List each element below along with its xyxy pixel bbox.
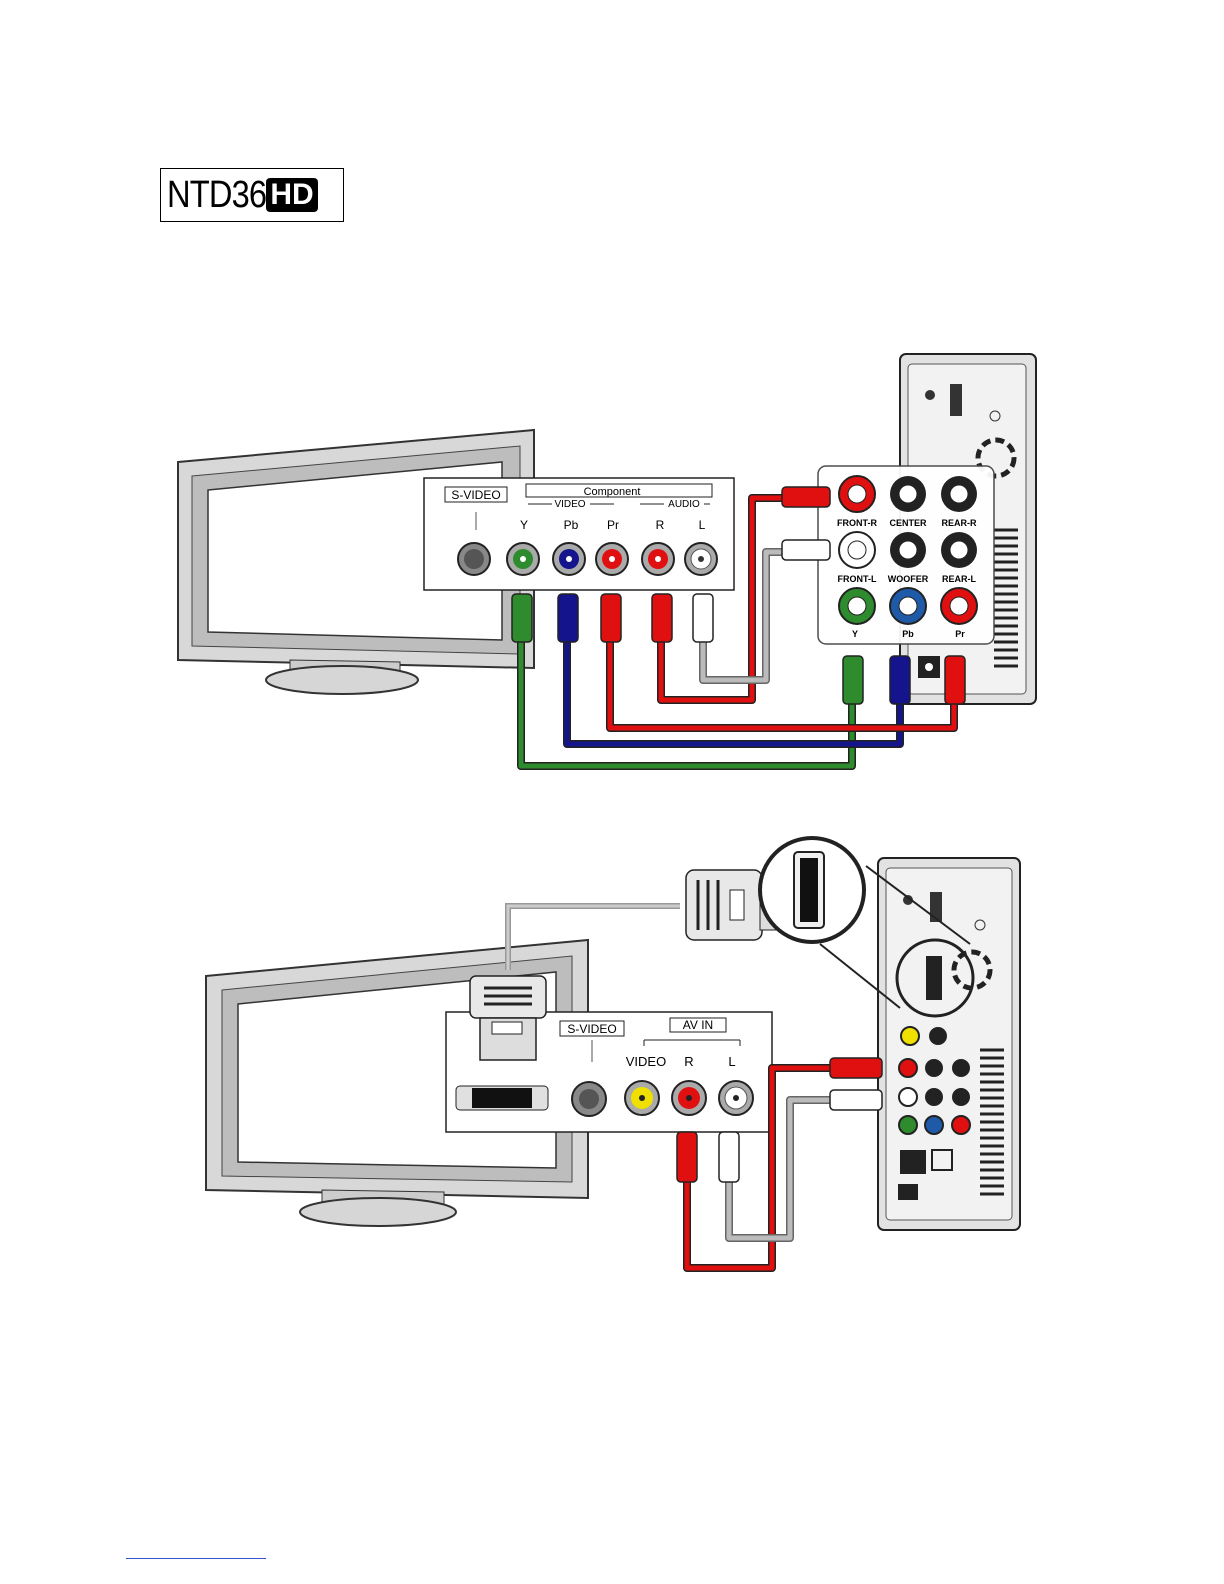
footer-link-underline <box>126 1558 266 1559</box>
device-pb-label: Pb <box>902 629 914 639</box>
dvi-port <box>456 1086 548 1110</box>
front-l-label: FRONT-L <box>838 574 877 584</box>
audio-group-label: AUDIO <box>668 499 700 510</box>
jack-label-l-2: L <box>728 1054 735 1069</box>
rear-r-label: REAR-R <box>942 518 977 528</box>
audio-l-jack-2 <box>719 1081 753 1115</box>
jack-label-pr: Pr <box>607 518 619 532</box>
front-r-label: FRONT-R <box>837 518 877 528</box>
component-pr-jack <box>596 543 628 575</box>
diagram-1: S-VIDEO Component VIDEO AUDIO Y Pb Pr R … <box>178 354 1036 766</box>
audio-r-jack-1 <box>642 543 674 575</box>
rear-l-jack <box>941 532 977 568</box>
tv-input-panel-1: S-VIDEO Component VIDEO AUDIO Y Pb Pr R … <box>424 478 734 590</box>
svideo-label-2: S-VIDEO <box>567 1022 616 1036</box>
component-label: Component <box>584 486 641 498</box>
device-pb-jack <box>890 588 926 624</box>
jack-label-l: L <box>699 518 706 532</box>
center-jack <box>890 476 926 512</box>
audio-r-jack-2 <box>672 1081 706 1115</box>
jack-label-pb: Pb <box>564 518 579 532</box>
svideo-label-1: S-VIDEO <box>451 488 500 502</box>
device-output-panel-1: FRONT-R CENTER REAR-R FRONT-L WOOFER REA… <box>818 466 994 644</box>
front-r-jack <box>839 476 875 512</box>
front-l-jack <box>839 532 875 568</box>
jack-label-r-2: R <box>684 1054 693 1069</box>
device-pr-jack <box>941 588 977 624</box>
component-y-jack <box>507 543 539 575</box>
jack-label-y: Y <box>520 518 528 532</box>
component-pb-jack <box>553 543 585 575</box>
svideo-jack-1 <box>458 543 490 575</box>
woofer-label: WOOFER <box>888 574 929 584</box>
jack-label-r: R <box>656 518 665 532</box>
device-y-label: Y <box>852 629 858 639</box>
device-pr-label: Pr <box>955 629 965 639</box>
woofer-jack <box>890 532 926 568</box>
avin-label: AV IN <box>683 1018 713 1032</box>
device-y-jack <box>839 588 875 624</box>
video-jack-yellow <box>625 1081 659 1115</box>
jack-label-video: VIDEO <box>626 1054 666 1069</box>
diagram-2: S-VIDEO AV IN VIDEO R L <box>206 838 1020 1268</box>
center-label: CENTER <box>889 518 927 528</box>
audio-l-jack-1 <box>685 543 717 575</box>
rear-l-label: REAR-L <box>942 574 976 584</box>
media-player-device-2 <box>878 858 1020 1230</box>
svideo-jack-2 <box>572 1082 606 1116</box>
video-group-label: VIDEO <box>554 499 585 510</box>
rear-r-jack <box>941 476 977 512</box>
